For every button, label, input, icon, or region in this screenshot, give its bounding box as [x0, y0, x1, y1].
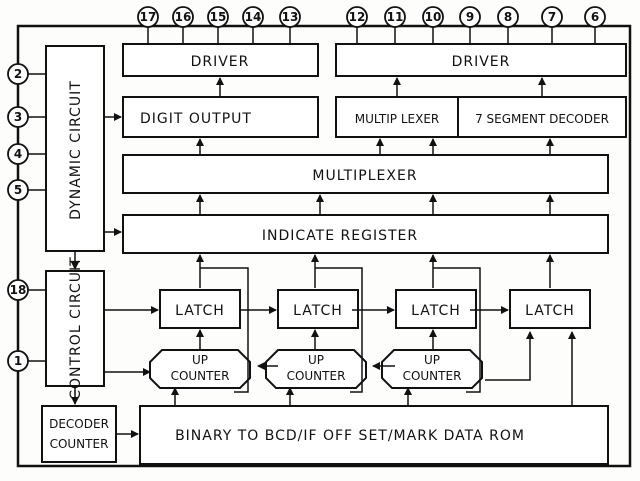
connections: [71, 77, 576, 438]
pin-14: [242, 6, 264, 28]
decoder-counter-label-1: DECODER: [49, 417, 109, 431]
dynamic-circuit-label: DYNAMIC CIRCUIT: [68, 80, 84, 220]
pin-label: 8: [504, 10, 512, 24]
multiplexer-block: [122, 154, 609, 194]
up-counter-counter-label: COUNTER: [171, 369, 230, 383]
pin-8: [497, 6, 519, 28]
pin-11: [384, 6, 406, 28]
seg-decoder-label: 7 SEGMENT DECODER: [475, 112, 609, 126]
top-right-pins: 12 11 10 9 8 7 6: [346, 6, 606, 44]
control-circuit-label: CONTROL CIRCUIT: [68, 256, 84, 399]
latch-label: LATCH: [411, 303, 461, 319]
up-counter-counter-label: COUNTER: [287, 369, 346, 383]
pin-label: 1: [14, 354, 22, 368]
pin-label: 17: [140, 10, 157, 24]
decoder-counter-block: [41, 405, 117, 463]
pin-label: 12: [349, 10, 366, 24]
control-circuit-block: [45, 270, 105, 387]
latch-label: LATCH: [293, 303, 343, 319]
pin-label: 14: [245, 10, 262, 24]
driver-left-block: [122, 43, 319, 77]
pin-label: 11: [387, 10, 404, 24]
chip-outline: [16, 24, 632, 468]
decoder-counter-label-2: COUNTER: [50, 437, 109, 451]
indicate-register-block: [122, 214, 609, 254]
up-counter-block: [265, 349, 367, 389]
pin-label: 9: [466, 10, 474, 24]
pin-2: [7, 63, 29, 85]
pin-3: [7, 106, 29, 128]
driver-right-block: [335, 43, 627, 77]
pin-10: [422, 6, 444, 28]
pin-1: [7, 350, 29, 372]
digit-output-label: DIGIT OUTPUT: [140, 111, 252, 127]
up-counter-counter-label: COUNTER: [403, 369, 462, 383]
rom-label: BINARY TO BCD/IF OFF SET/MARK DATA ROM: [175, 428, 525, 444]
counter-group: UP COUNTER UP COUNTER UP COUNTER: [149, 349, 483, 389]
rom-block: [139, 405, 609, 465]
pin-label: 16: [175, 10, 192, 24]
driver-right-label: DRIVER: [452, 54, 511, 70]
pin-label: 18: [10, 283, 27, 297]
multiplexer-small-label: MULTIP LEXER: [355, 112, 440, 126]
pin-15: [207, 6, 229, 28]
indicate-register-label: INDICATE REGISTER: [262, 228, 418, 244]
latch-block: [395, 289, 477, 329]
up-counter-up-label: UP: [308, 353, 324, 367]
pin-18: [7, 279, 29, 301]
pin-label: 6: [591, 10, 599, 24]
multiplexer-label: MULTIPLEXER: [312, 168, 417, 184]
latch-block: [509, 289, 591, 329]
pin-13: [279, 6, 301, 28]
pin-17: [137, 6, 159, 28]
driver-left-label: DRIVER: [191, 54, 250, 70]
pin-label: 2: [14, 67, 22, 81]
up-counter-up-label: UP: [192, 353, 208, 367]
up-counter-block: [381, 349, 483, 389]
pin-4: [7, 143, 29, 165]
pin-label: 15: [210, 10, 227, 24]
pin-12: [346, 6, 368, 28]
latch-block: [159, 289, 241, 329]
latch-label: LATCH: [525, 303, 575, 319]
pin-label: 5: [14, 183, 22, 197]
pin-9: [459, 6, 481, 28]
pin-label: 3: [14, 110, 22, 124]
up-counter-up-label: UP: [424, 353, 440, 367]
top-left-pins: 17 16 15 14 13: [137, 6, 301, 44]
latch-group: LATCH LATCH LATCH LATCH: [159, 289, 591, 329]
pin-label: 7: [548, 10, 556, 24]
seg-decoder-block: [457, 96, 627, 138]
pin-7: [541, 6, 563, 28]
left-pins: 2 3 4 5 18 1: [7, 63, 46, 372]
pin-label: 10: [425, 10, 442, 24]
latch-block: [277, 289, 359, 329]
pin-16: [172, 6, 194, 28]
pin-label: 13: [282, 10, 299, 24]
pin-label: 4: [14, 147, 22, 161]
up-counter-block: [149, 349, 251, 389]
pin-6: [584, 6, 606, 28]
latch-label: LATCH: [175, 303, 225, 319]
pin-5: [7, 179, 29, 201]
